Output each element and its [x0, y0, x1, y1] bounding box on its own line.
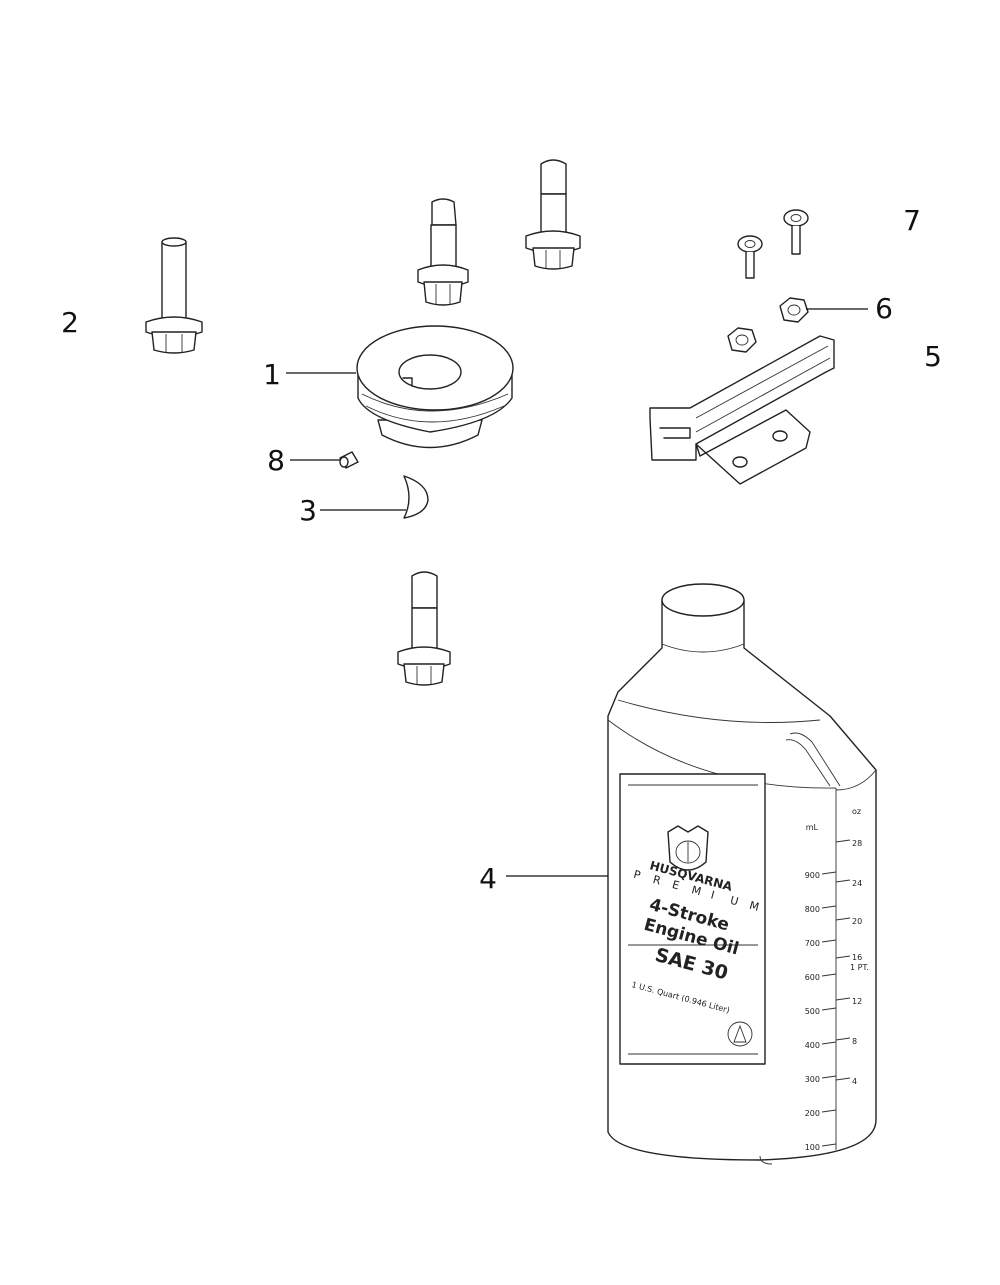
callout-2: 2 [61, 306, 79, 339]
scale-unit-ml: mL [806, 823, 819, 832]
callout-3: 3 [299, 494, 317, 527]
oz-tick: 28 [852, 839, 862, 848]
ml-tick: 400 [805, 1041, 820, 1050]
callout-6: 6 [875, 292, 893, 325]
ml-tick: 200 [805, 1109, 820, 1118]
measuring-scale: mL oz 900 800 700 600 500 400 300 200 10… [805, 807, 869, 1152]
flange-bolt-left [145, 237, 203, 354]
oz-tick: 20 [852, 917, 862, 926]
premium-letter: P [632, 868, 642, 882]
warning-triangle-icon [727, 1021, 753, 1047]
woodruff-key [403, 475, 429, 519]
set-screw [339, 451, 359, 469]
ml-tick: 100 [805, 1143, 820, 1152]
leader-lines [286, 308, 868, 877]
premium-letter: I [709, 888, 716, 901]
label-premium: P R E M I U M [632, 868, 760, 914]
premium-letter: M [748, 899, 761, 914]
label-panel [619, 773, 766, 1065]
ml-tick: 300 [805, 1075, 820, 1084]
callout-5: 5 [924, 340, 942, 373]
oz-tick: 16 [852, 953, 862, 962]
screw-right [783, 209, 809, 255]
premium-letter: U [729, 894, 740, 909]
callout-1: 1 [263, 358, 281, 391]
oz-tick: 12 [852, 997, 862, 1006]
husqvarna-logo-icon [667, 825, 709, 871]
premium-letter: M [690, 883, 703, 898]
callout-7: 7 [903, 204, 921, 237]
oil-bottle: HUSQVARNA P R E M I U M 4-Stroke Engine … [607, 583, 877, 1165]
oz-tick: 4 [852, 1077, 857, 1086]
screw-left [737, 235, 763, 279]
premium-letter: E [671, 878, 681, 892]
premium-letter: R [651, 873, 662, 888]
callout-8: 8 [267, 444, 285, 477]
ml-tick: 800 [805, 905, 820, 914]
scale-pint-mark: 1 PT. [850, 963, 869, 972]
ml-tick: 900 [805, 871, 820, 880]
flange-bolt-center [417, 198, 469, 306]
ml-tick: 600 [805, 973, 820, 982]
callout-4: 4 [479, 862, 497, 895]
flange-bolt-upper-right [525, 159, 581, 270]
callout-labels: 1 2 3 4 5 6 7 8 [61, 204, 942, 895]
flange-bolt-lower [397, 571, 451, 686]
hex-nut-upper [779, 297, 809, 323]
oz-tick: 24 [852, 879, 862, 888]
bracket [649, 335, 835, 485]
hex-nut-lower [727, 327, 757, 353]
ml-tick: 500 [805, 1007, 820, 1016]
pulley [356, 325, 514, 449]
scale-unit-oz: oz [852, 807, 861, 816]
oz-tick: 8 [852, 1037, 857, 1046]
ml-tick: 700 [805, 939, 820, 948]
